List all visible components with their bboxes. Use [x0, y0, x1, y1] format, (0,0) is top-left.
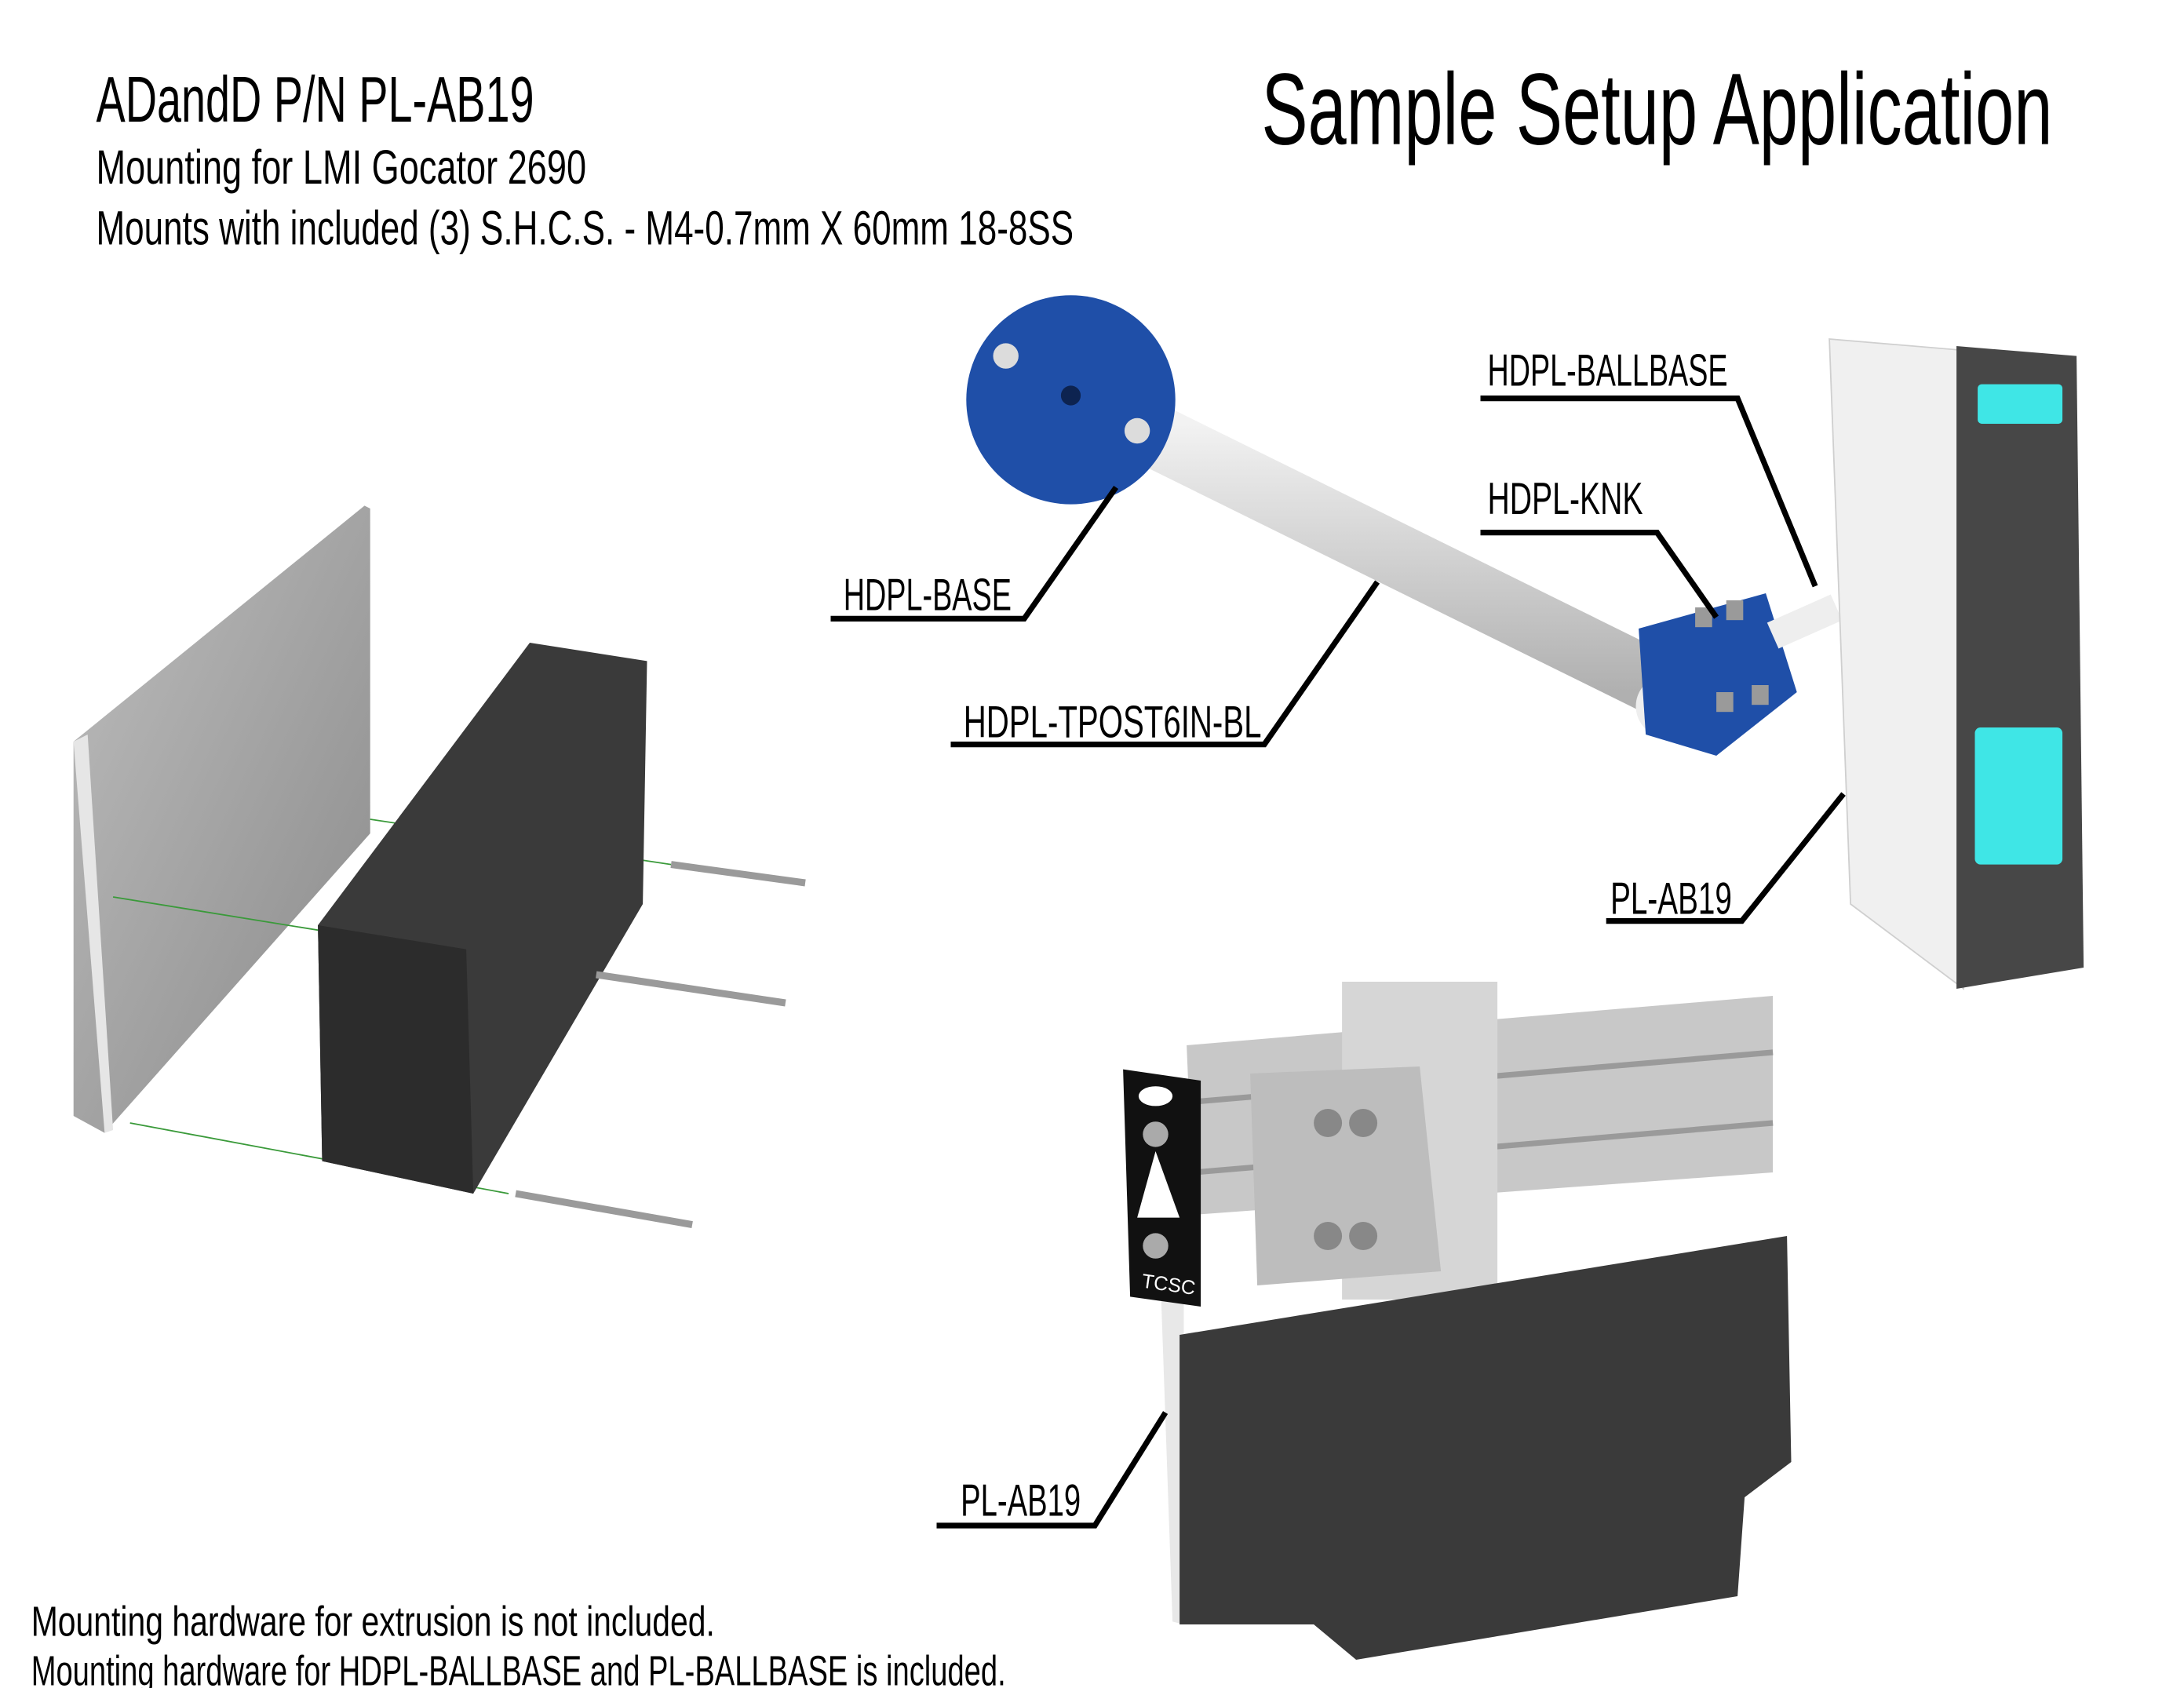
mounting-note: Mounts with included (3) S.H.C.S. - M4-0… [97, 201, 1074, 254]
sensor-window [1974, 727, 2063, 865]
sensor-window [1978, 384, 2063, 424]
exploded-view [73, 505, 806, 1229]
callout-leader [950, 580, 1380, 748]
screw [596, 971, 786, 1007]
callout-hdpl-ballbase: HDPL-BALLBASE [1488, 345, 1728, 396]
callout-leader [1480, 396, 1818, 588]
callout-leader [830, 485, 1119, 622]
mounting-plate [73, 505, 370, 1133]
callout-hdpl-tpost: HDPL-TPOST6IN-BL [964, 698, 1262, 748]
part-number-title: ADandD P/N PL-AB19 [97, 63, 534, 136]
callout-pl-ab19-top: PL-AB19 [1610, 874, 1732, 924]
callout-hdpl-base: HDPL-BASE [844, 571, 1012, 621]
screw [670, 861, 806, 887]
bracket [1250, 1066, 1442, 1285]
callout-leader [1480, 530, 1719, 619]
callout-hdpl-knk: HDPL-KNK [1488, 474, 1643, 524]
adapter-plate [1829, 338, 1964, 990]
extrusion-setup: TCSC [1123, 982, 1792, 1660]
adapter-plate [1161, 1300, 1184, 1624]
footer-note-ballbase: Mounting hardware for HDPL-BALLBASE and … [31, 1647, 1006, 1688]
subtitle: Mounting for LMI Gocator 2690 [97, 140, 587, 194]
sample-setup-title: Sample Setup Application [1262, 53, 2053, 166]
ball-mount-assembly [966, 295, 2084, 990]
callout-leader [936, 1411, 1169, 1529]
callout-leader [1606, 792, 1846, 924]
knuckle [1639, 593, 1797, 756]
sensor-body [1180, 1236, 1792, 1660]
footer-note-extrusion: Mounting hardware for extrusion is not i… [31, 1598, 715, 1645]
screw [515, 1190, 693, 1229]
gocator-sensor [1956, 346, 2084, 989]
callout-pl-ab19-bottom: PL-AB19 [961, 1475, 1081, 1526]
tpost [1098, 392, 1706, 724]
